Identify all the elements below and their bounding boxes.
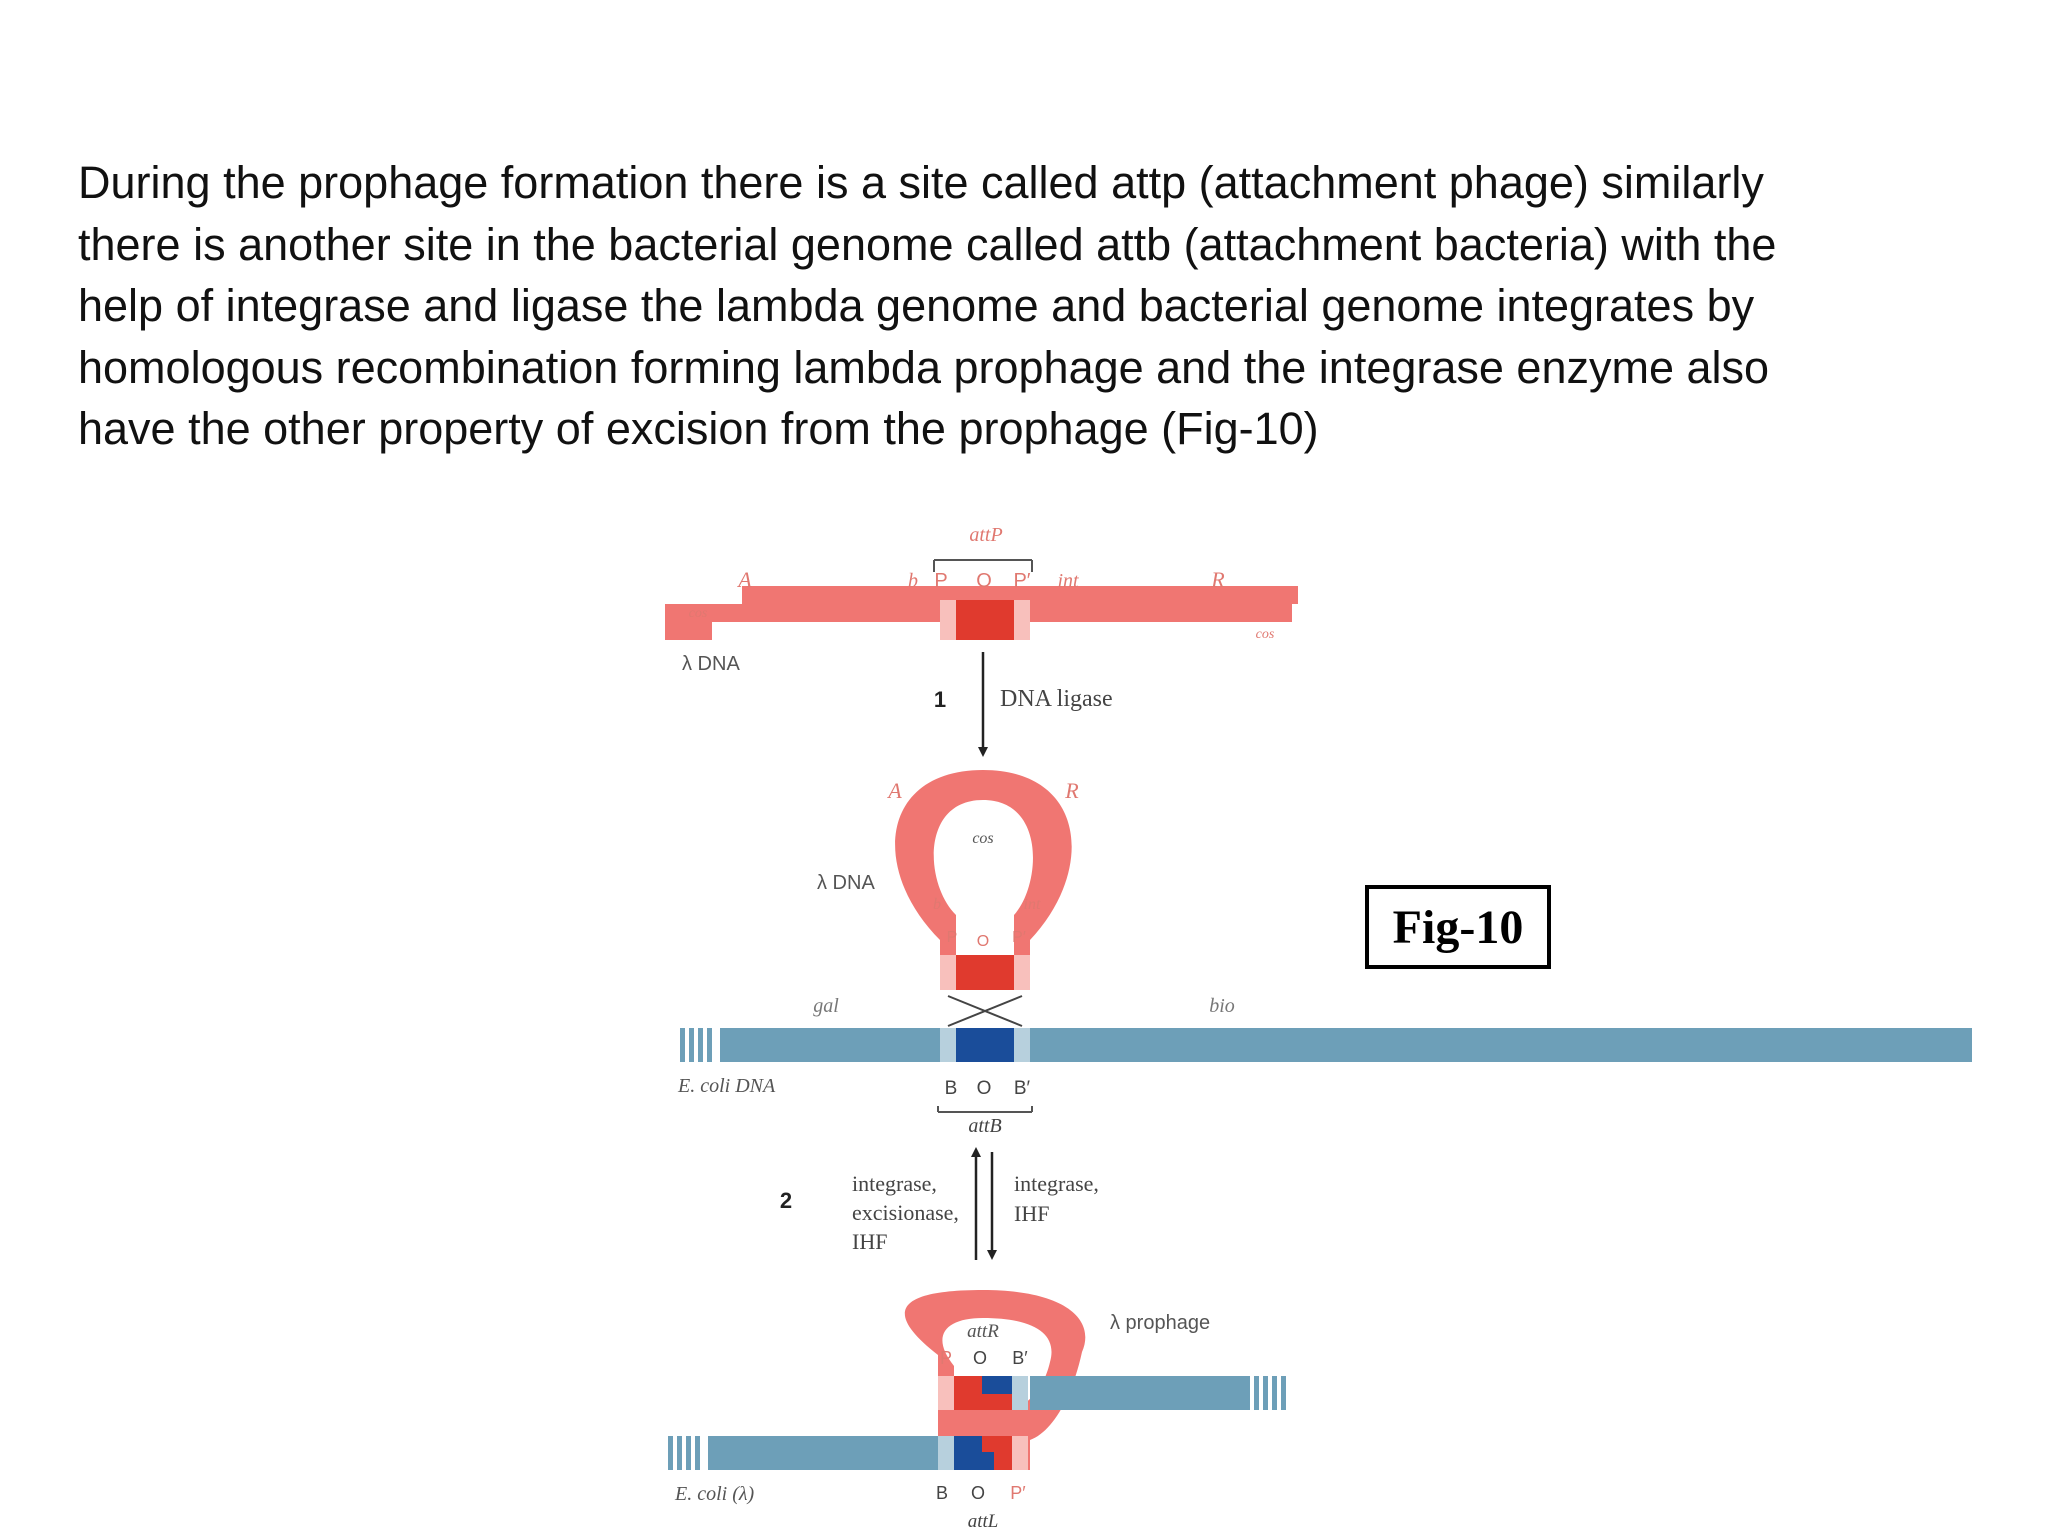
site-o-label: O bbox=[976, 570, 992, 592]
site-o-core bbox=[956, 600, 1014, 640]
site-p bbox=[940, 600, 956, 640]
figure-caption: Fig-10 bbox=[1365, 885, 1551, 969]
site-b-label: B bbox=[945, 1078, 958, 1099]
circle-site-p-prime bbox=[1014, 955, 1030, 990]
circle-site-p bbox=[940, 955, 956, 990]
attr-p-label: P bbox=[940, 1348, 952, 1368]
paragraph-line: homologous recombination forming lambda … bbox=[78, 341, 1770, 393]
crossover-line bbox=[947, 995, 1023, 1027]
circle-gene-r-label: R bbox=[1064, 778, 1079, 803]
ecoli-left-segment bbox=[708, 1436, 938, 1470]
attl-p-prime-label: P′ bbox=[1010, 1483, 1026, 1503]
attl-site-p-prime bbox=[1012, 1436, 1028, 1470]
lambda-prophage-label: λ prophage bbox=[1110, 1312, 1210, 1334]
attl-label: attL bbox=[968, 1511, 999, 1532]
circle-gene-int-label: int bbox=[1024, 896, 1041, 913]
circle-gene-b-label: b bbox=[933, 896, 941, 913]
circle-site-o-label: O bbox=[977, 933, 989, 950]
ecoli-dna bbox=[680, 1028, 1972, 1113]
attr-site-b-prime bbox=[1012, 1376, 1028, 1410]
gene-b-label: b bbox=[908, 570, 918, 592]
step2-number: 2 bbox=[780, 1188, 792, 1213]
attr-b-prime-label: B′ bbox=[1012, 1348, 1028, 1368]
step2-left-line: integrase, bbox=[852, 1171, 937, 1196]
ecoli-right-segment bbox=[1030, 1376, 1250, 1410]
attl-core-phage-half bbox=[982, 1436, 1012, 1470]
site-b bbox=[940, 1028, 956, 1062]
attr-core-phage-half bbox=[954, 1376, 1012, 1410]
attl-o-label: O bbox=[971, 1483, 985, 1503]
step2-left-line: excisionase, bbox=[852, 1200, 959, 1225]
cos-right-label: cos bbox=[1256, 627, 1275, 642]
integrated-prophage bbox=[668, 1290, 1286, 1470]
step2-right-line: IHF bbox=[1014, 1201, 1049, 1226]
dna-ligase-label: DNA ligase bbox=[1000, 686, 1113, 712]
attp-label: attP bbox=[969, 524, 1002, 546]
site-b-prime bbox=[1014, 1028, 1030, 1062]
gene-bio-label: bio bbox=[1209, 995, 1235, 1017]
attr-site-p bbox=[938, 1376, 954, 1410]
paragraph-line: During the prophage formation there is a… bbox=[78, 157, 1764, 208]
attr-label: attR bbox=[967, 1321, 999, 1342]
circle-site-o bbox=[956, 955, 1014, 990]
paragraph-line: help of integrase and ligase the lambda … bbox=[78, 280, 1755, 331]
site-b-prime-label: B′ bbox=[1014, 1078, 1031, 1099]
description-paragraph: During the prophage formation there is a… bbox=[78, 152, 1978, 460]
linear-lambda-dna bbox=[665, 559, 1298, 640]
site-o-bacteria-label: O bbox=[977, 1078, 992, 1099]
cos-left-label: cos bbox=[689, 606, 708, 621]
site-p-prime-label: P′ bbox=[1013, 570, 1030, 592]
site-p-prime bbox=[1014, 600, 1030, 640]
gene-a-label: A bbox=[736, 567, 752, 592]
paragraph-line: there is another site in the bacterial g… bbox=[78, 218, 1777, 270]
circle-site-p-prime-label: P′ bbox=[1012, 929, 1026, 946]
circle-site-p-label: P bbox=[947, 929, 958, 946]
attl-b-label: B bbox=[936, 1483, 948, 1503]
ecoli-lambda-label: E. coli (λ) bbox=[674, 1483, 755, 1505]
circular-lambda-dna bbox=[895, 770, 1072, 990]
step2-right-line: integrase, bbox=[1014, 1171, 1099, 1196]
ecoli-dna-label: E. coli DNA bbox=[677, 1075, 776, 1097]
gene-int-label: int bbox=[1057, 570, 1079, 592]
attr-o-label: O bbox=[973, 1348, 987, 1368]
gene-gal-label: gal bbox=[813, 995, 839, 1017]
site-o-bacteria bbox=[956, 1028, 1014, 1062]
step2-left-line: IHF bbox=[852, 1229, 887, 1254]
lambda-dna-middle-label: λ DNA bbox=[817, 872, 875, 894]
paragraph-line: have the other property of excision from… bbox=[78, 403, 1319, 454]
attb-label: attB bbox=[968, 1115, 1001, 1137]
gene-r-label: R bbox=[1210, 567, 1225, 592]
site-p-label: P bbox=[934, 570, 947, 592]
lambda-circle-hole bbox=[933, 800, 1033, 955]
figure-caption-text: Fig-10 bbox=[1392, 900, 1524, 954]
attl-site-b bbox=[938, 1436, 954, 1470]
lambda-dna-top-label: λ DNA bbox=[682, 653, 740, 675]
circle-gene-a-label: A bbox=[886, 778, 902, 803]
circle-cos-label: cos bbox=[972, 830, 993, 847]
ecoli-dna-strand bbox=[720, 1028, 1972, 1062]
step1-number: 1 bbox=[934, 687, 946, 712]
